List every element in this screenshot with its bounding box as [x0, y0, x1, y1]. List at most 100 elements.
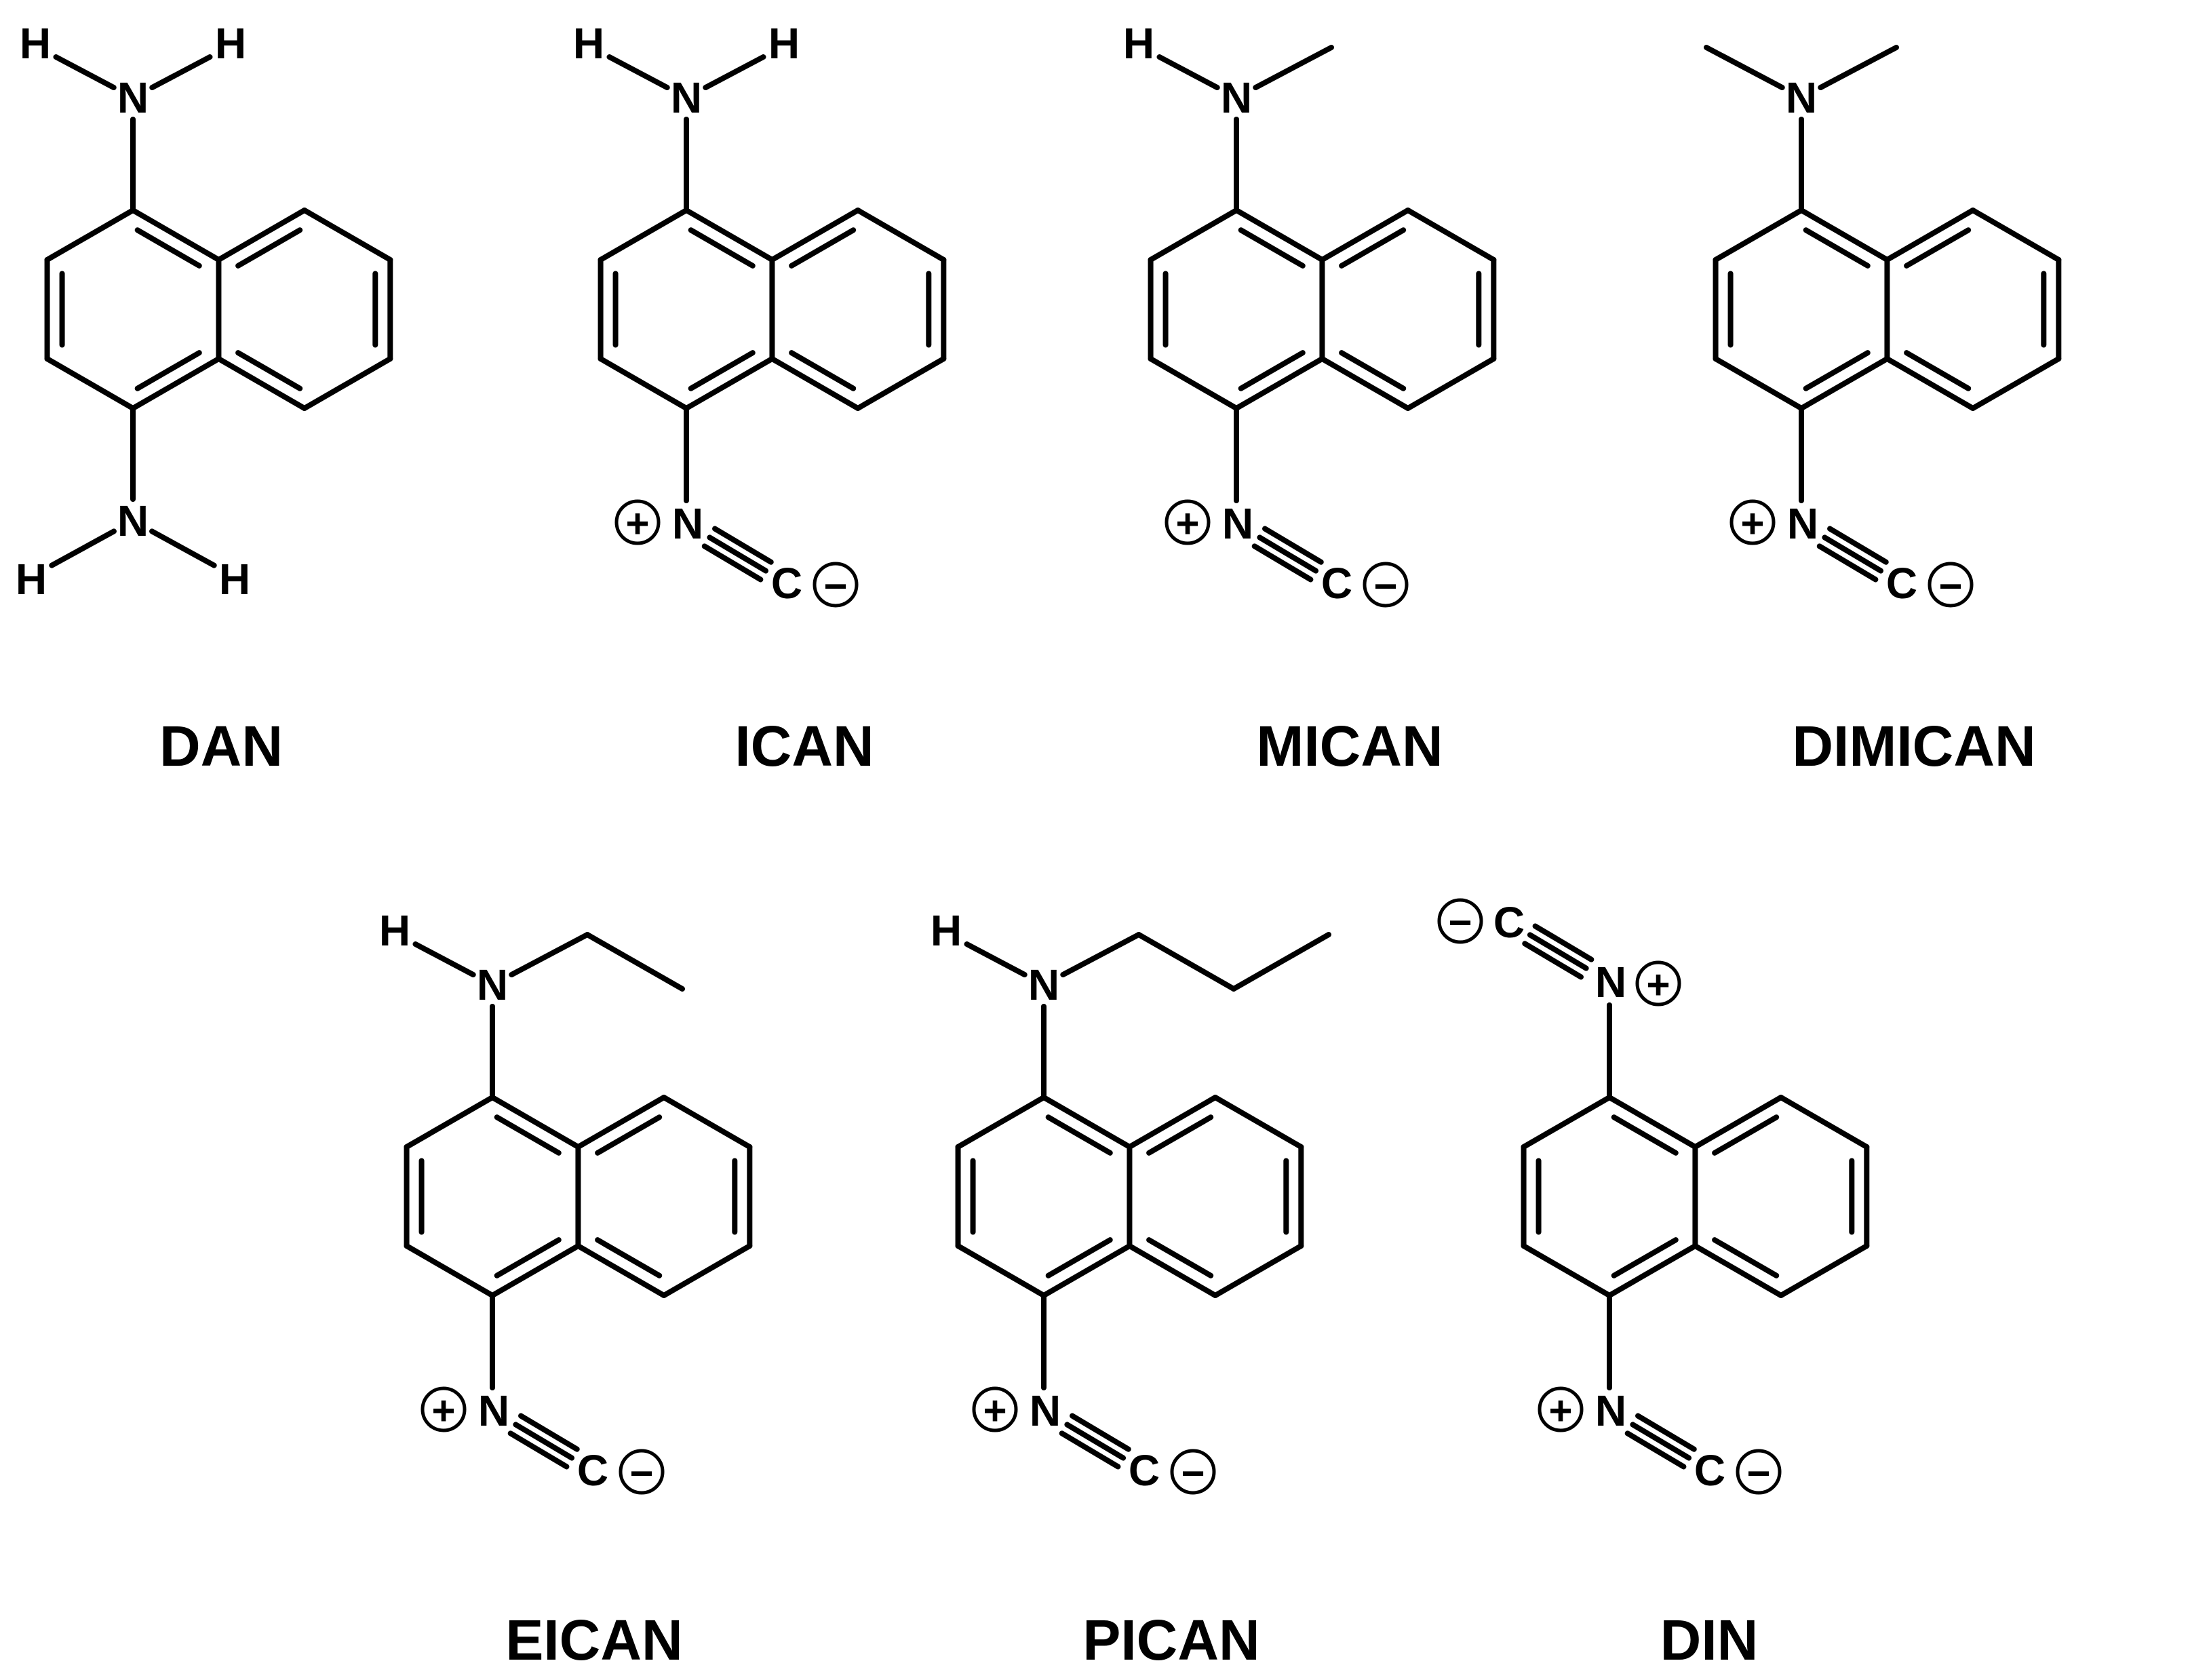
ring-bond	[1970, 208, 2062, 262]
ring-bond	[1127, 1095, 1218, 1150]
ring-bond	[769, 356, 861, 411]
hydrogen-atom: H	[16, 555, 47, 604]
ring-bond	[1713, 208, 1804, 262]
carbon-atom: C	[771, 559, 802, 608]
ring-bond	[1405, 356, 1497, 411]
ethyl-bond	[509, 932, 590, 978]
charge-circle	[1165, 499, 1211, 545]
amine-group: NH	[379, 906, 685, 1100]
charge-circle	[1538, 1386, 1584, 1432]
ring-bond-inner	[789, 350, 857, 391]
ring-bond	[1212, 1243, 1304, 1298]
propyl-bond	[1060, 932, 1141, 978]
bond-n-h	[1156, 54, 1220, 91]
charge-symbol: +	[1548, 1388, 1572, 1434]
molecule-name-label: DIN	[1660, 1608, 1759, 1672]
ring-bond-inner	[134, 227, 202, 269]
minus-charge-icon: −	[813, 562, 859, 609]
bond-line	[1262, 526, 1324, 565]
molecule-name-label: DAN	[159, 714, 283, 778]
bond-n-h	[606, 54, 670, 91]
hydrogen-atom: H	[219, 555, 250, 604]
charge-circle	[1635, 960, 1681, 1007]
structure: NH NC+−	[1123, 19, 1497, 609]
nitrogen-atom: N	[1786, 73, 1817, 122]
triple-bond	[701, 526, 774, 583]
amine-group: NH	[1123, 19, 1334, 213]
minus-charge-icon: −	[1363, 562, 1409, 609]
ring-bond	[130, 208, 222, 262]
nitrogen-atom: N	[478, 1386, 509, 1435]
bond-line	[1070, 1413, 1131, 1452]
propyl-bond	[1136, 932, 1236, 992]
nitrogen-atom: N	[117, 73, 149, 122]
ring-bond	[598, 208, 689, 262]
bond-line	[1059, 1430, 1121, 1470]
naphthalene-core	[44, 208, 393, 411]
charge-symbol: −	[823, 564, 847, 609]
ring-bond	[301, 356, 393, 411]
molecule-name-label: EICAN	[505, 1608, 682, 1672]
ring-bond-inner	[235, 227, 303, 269]
ring-bond-inner	[494, 1237, 562, 1278]
ring-bond-inner	[595, 1114, 663, 1156]
ring-bond	[1778, 1243, 1870, 1298]
ring-bond	[1319, 208, 1411, 262]
amine-group: N	[1704, 45, 1899, 213]
triple-bond	[1624, 1413, 1697, 1470]
ring-bond-inner	[494, 1114, 562, 1156]
ring-bond	[575, 1095, 667, 1150]
ring-bond	[1234, 208, 1325, 262]
bond-line	[1251, 543, 1314, 583]
ring-bond	[1884, 208, 1976, 262]
bond-line	[707, 534, 769, 574]
methyl-bond	[1818, 45, 1899, 91]
ring-bond-inner	[1238, 350, 1306, 391]
ring-bond	[684, 356, 775, 411]
plus-charge-icon: +	[614, 499, 661, 547]
bond-line	[1822, 534, 1884, 574]
isocyanide-group: N C + −	[614, 406, 859, 609]
bond-line	[513, 1422, 575, 1461]
nitrogen-atom: N	[672, 499, 703, 548]
charge-circle	[1928, 562, 1974, 608]
ring-bond-inner	[1146, 1114, 1214, 1156]
nitrogen-atom: N	[1222, 499, 1253, 548]
ring-bond-inner	[1803, 350, 1871, 391]
ring-bond	[1607, 1243, 1698, 1298]
charge-circle	[614, 499, 661, 545]
ring-bond	[1778, 1095, 1870, 1150]
triple-bond	[1059, 1413, 1131, 1470]
ring-bond	[1212, 1095, 1304, 1150]
bond-line	[1630, 1422, 1692, 1461]
charge-symbol: −	[1373, 564, 1397, 609]
isocyanide-group: NC+−	[1165, 406, 1409, 609]
carbon-atom: C	[1694, 1446, 1725, 1495]
charge-symbol: −	[1746, 1451, 1770, 1496]
bond-line	[1827, 526, 1889, 565]
naphthalene-core	[404, 1095, 753, 1298]
ring-bond	[1692, 1095, 1784, 1150]
ring-bond	[404, 1095, 495, 1150]
charge-circle	[972, 1386, 1018, 1432]
bond-line	[518, 1413, 580, 1452]
structure: NH NC+−	[931, 906, 1331, 1496]
bond-n-h	[149, 54, 213, 91]
ring-bond-inner	[595, 1237, 663, 1278]
amine-group: NH	[931, 906, 1331, 1100]
ring-bond	[684, 208, 775, 262]
ring-bond-inner	[1238, 227, 1306, 269]
isocyanide-group: NC+−	[972, 1293, 1216, 1496]
ring-bond	[1521, 1243, 1612, 1298]
isocyanide-group: NC+−	[1538, 1293, 1782, 1496]
ring-bond-inner	[1045, 1237, 1113, 1278]
plus-charge-icon: +	[1729, 499, 1776, 547]
carbon-atom: C	[1886, 559, 1917, 608]
plus-charge-icon: +	[1538, 1386, 1584, 1434]
